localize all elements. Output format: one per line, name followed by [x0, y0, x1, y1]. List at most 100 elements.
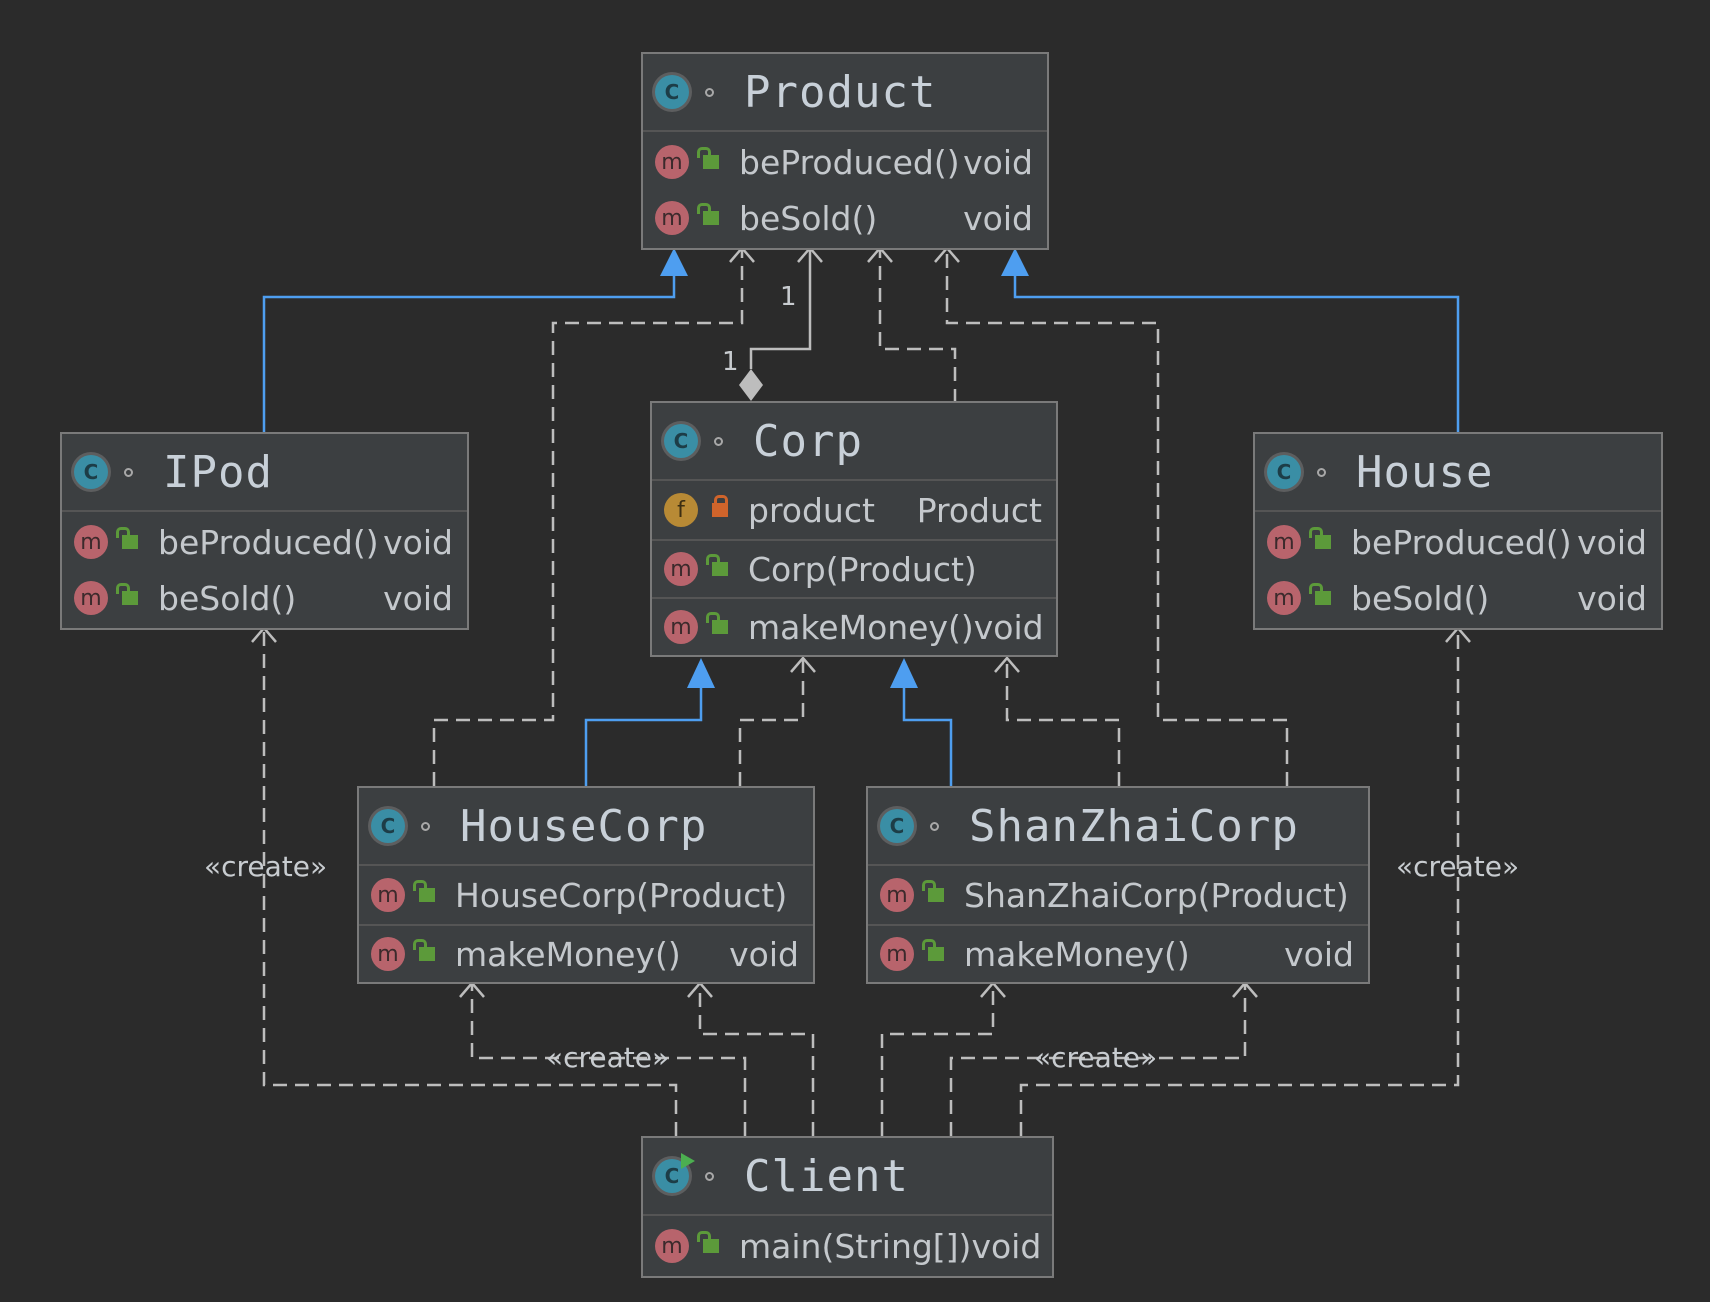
return-type: void — [383, 578, 453, 618]
method-row[interactable]: m makeMoney() void — [652, 599, 1056, 655]
method-icon: m — [74, 525, 108, 559]
class-product[interactable]: C Product m beProduced() void m beSold()… — [641, 52, 1049, 250]
method-icon: m — [1267, 525, 1301, 559]
method-name: beProduced() — [739, 142, 960, 182]
method-icon: m — [1267, 581, 1301, 615]
public-lock-icon — [413, 939, 435, 961]
method-name: makeMoney() — [455, 934, 681, 974]
return-type: void — [1284, 934, 1354, 974]
method-name: beProduced() — [1351, 522, 1572, 562]
client-uses-shanzhaicorp-line — [880, 985, 995, 1136]
class-icon: C — [371, 809, 405, 843]
method-icon: m — [371, 937, 405, 971]
class-client[interactable]: C Client m main(String[]) void — [641, 1136, 1054, 1278]
house-extends-product-line — [1013, 276, 1460, 432]
corp-uses-product-line — [878, 250, 957, 403]
return-type: void — [383, 522, 453, 562]
visibility-dot-icon — [930, 821, 939, 831]
field-icon: f — [664, 493, 698, 527]
field-type: Product — [916, 490, 1042, 530]
shanzhaicorp-uses-corp-line — [1005, 660, 1121, 786]
methods-section: m beProduced() void m beSold() void — [643, 130, 1047, 248]
runnable-class-icon: C — [655, 1153, 695, 1193]
constructor-row[interactable]: m Corp(Product) — [652, 541, 1056, 597]
methods-section: m beProduced() void m beSold() void — [1255, 510, 1661, 628]
method-row[interactable]: m beSold() void — [643, 190, 1047, 246]
return-type: void — [971, 1226, 1042, 1266]
shanzhaicorp-extends-corp-line — [902, 688, 953, 786]
method-icon: m — [880, 937, 914, 971]
methods-section: m makeMoney() void — [652, 597, 1056, 655]
class-icon: C — [74, 455, 108, 489]
visibility-dot-icon — [421, 821, 430, 831]
method-icon: m — [74, 581, 108, 615]
arrowhead-house-product — [1001, 248, 1029, 276]
housecorp-uses-product-line — [432, 250, 744, 786]
class-house[interactable]: C House m beProduced() void m beSold() v… — [1253, 432, 1663, 630]
constructors-section: m ShanZhaiCorp(Product) — [868, 864, 1368, 924]
class-icon: C — [655, 75, 689, 109]
class-ipod[interactable]: C IPod m beProduced() void m beSold() vo… — [60, 432, 469, 630]
public-lock-icon — [922, 880, 944, 902]
public-lock-icon — [116, 583, 138, 605]
method-row[interactable]: m beProduced() void — [62, 514, 467, 570]
methods-section: m makeMoney() void — [359, 924, 813, 982]
fields-section: f product Product — [652, 479, 1056, 539]
shanzhaicorp-uses-product-line — [945, 250, 1289, 786]
class-shanzhaicorp[interactable]: C ShanZhaiCorp m ShanZhaiCorp(Product) m… — [866, 786, 1370, 984]
multiplicity-corp-label: 1 — [722, 347, 739, 377]
method-row[interactable]: m main(String[]) void — [643, 1216, 1052, 1276]
return-type: void — [1577, 522, 1647, 562]
public-lock-icon — [697, 1231, 719, 1253]
class-client-header: C Client — [643, 1138, 1052, 1214]
private-lock-icon — [712, 495, 728, 517]
public-lock-icon — [697, 203, 719, 225]
housecorp-uses-corp-line — [738, 660, 805, 786]
arrowhead-ipod-product — [660, 248, 688, 276]
visibility-dot-icon — [1317, 467, 1326, 477]
method-name: makeMoney() — [964, 934, 1190, 974]
inheritance-arrowheads — [660, 248, 1029, 688]
create-label-shanzhaicorp: «create» — [1034, 1041, 1158, 1074]
class-product-header: C Product — [643, 54, 1047, 130]
class-name: IPod — [163, 446, 273, 498]
class-housecorp[interactable]: C HouseCorp m HouseCorp(Product) m makeM… — [357, 786, 815, 984]
constructor-row[interactable]: m HouseCorp(Product) — [359, 866, 813, 924]
constructors-section: m Corp(Product) — [652, 539, 1056, 597]
method-row[interactable]: m beSold() void — [62, 570, 467, 626]
method-row[interactable]: m beProduced() void — [643, 134, 1047, 190]
method-name: beProduced() — [158, 522, 379, 562]
constructor-name: ShanZhaiCorp(Product) — [964, 875, 1349, 915]
field-name: product — [748, 490, 875, 530]
class-icon: C — [880, 809, 914, 843]
class-name: Corp — [753, 415, 863, 467]
public-lock-icon — [1309, 583, 1331, 605]
dependency-lines — [262, 250, 1460, 1136]
method-row[interactable]: m makeMoney() void — [359, 926, 813, 982]
field-row[interactable]: f product Product — [652, 481, 1056, 539]
class-icon: C — [1267, 455, 1301, 489]
class-house-header: C House — [1255, 434, 1661, 510]
method-name: main(String[]) — [739, 1226, 972, 1266]
return-type: void — [963, 142, 1033, 182]
constructor-row[interactable]: m ShanZhaiCorp(Product) — [868, 866, 1368, 924]
class-corp[interactable]: C Corp f product Product m Corp(Product)… — [650, 401, 1058, 657]
methods-section: m makeMoney() void — [868, 924, 1368, 982]
method-row[interactable]: m beSold() void — [1255, 570, 1661, 626]
method-name: makeMoney() — [748, 607, 974, 647]
arrowhead-housecorp-corp — [687, 658, 715, 688]
public-lock-icon — [922, 939, 944, 961]
return-type: void — [729, 934, 799, 974]
class-icon: C — [664, 424, 698, 458]
class-name: HouseCorp — [460, 800, 708, 852]
method-row[interactable]: m makeMoney() void — [868, 926, 1368, 982]
static-method-icon: m — [655, 1229, 689, 1263]
arrowhead-shanzhaicorp-corp — [890, 658, 918, 688]
methods-section: m main(String[]) void — [643, 1214, 1052, 1276]
constructor-name: Corp(Product) — [748, 549, 977, 589]
housecorp-extends-corp-line — [584, 688, 703, 786]
method-icon: m — [664, 552, 698, 586]
client-creates-shanzhaicorp-line — [949, 985, 1247, 1136]
method-row[interactable]: m beProduced() void — [1255, 514, 1661, 570]
method-icon: m — [655, 201, 689, 235]
